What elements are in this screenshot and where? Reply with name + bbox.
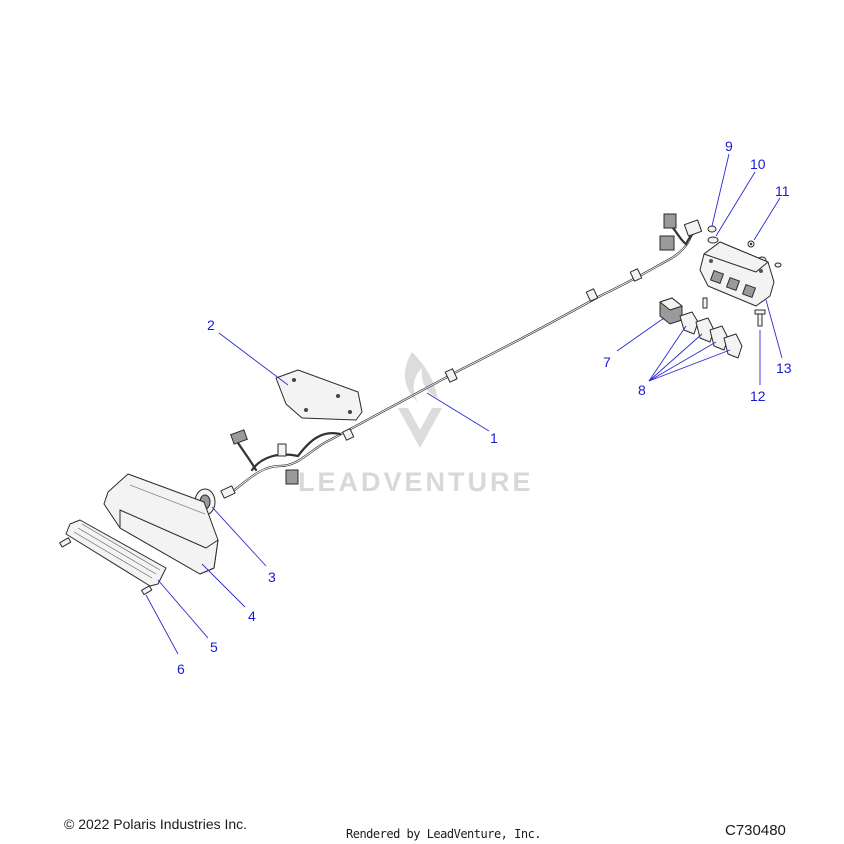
switch <box>659 297 683 325</box>
callout-12[interactable]: 12 <box>750 388 766 404</box>
callout-5[interactable]: 5 <box>210 639 218 655</box>
watermark-logo-icon <box>404 352 438 402</box>
callout-11[interactable]: 11 <box>775 183 790 199</box>
callout-1[interactable]: 1 <box>490 430 498 446</box>
lens <box>65 519 167 587</box>
diagram-code: C730480 <box>725 822 786 839</box>
watermark-logo-v-icon <box>398 408 442 448</box>
callout-8[interactable]: 8 <box>638 382 646 398</box>
switch-blanks <box>679 311 743 359</box>
screw-left <box>59 537 72 548</box>
screw-lower <box>141 585 153 596</box>
callout-9[interactable]: 9 <box>725 138 733 154</box>
screw-box-bottom <box>702 297 708 309</box>
callout-3[interactable]: 3 <box>268 569 276 585</box>
screw-12 <box>754 309 766 327</box>
switch-box <box>699 241 775 307</box>
callouts: 1 2 3 4 5 6 7 8 9 10 11 12 13 <box>177 138 792 677</box>
watermark-text: LEADVENTURE <box>298 467 534 497</box>
light-housing <box>103 473 219 575</box>
callout-4[interactable]: 4 <box>248 608 256 624</box>
callout-10[interactable]: 10 <box>750 156 766 172</box>
callout-7[interactable]: 7 <box>603 354 611 370</box>
wire-harness <box>220 213 703 499</box>
callout-6[interactable]: 6 <box>177 661 185 677</box>
mounting-bracket <box>275 369 363 421</box>
rendered-by-text: Rendered by LeadVenture, Inc. <box>346 827 542 841</box>
callout-2[interactable]: 2 <box>207 317 215 333</box>
copyright-text: © 2022 Polaris Industries Inc. <box>64 816 248 832</box>
watermark: LEADVENTURE <box>298 352 534 497</box>
leader-lines <box>145 153 783 655</box>
callout-13[interactable]: 13 <box>776 360 792 376</box>
